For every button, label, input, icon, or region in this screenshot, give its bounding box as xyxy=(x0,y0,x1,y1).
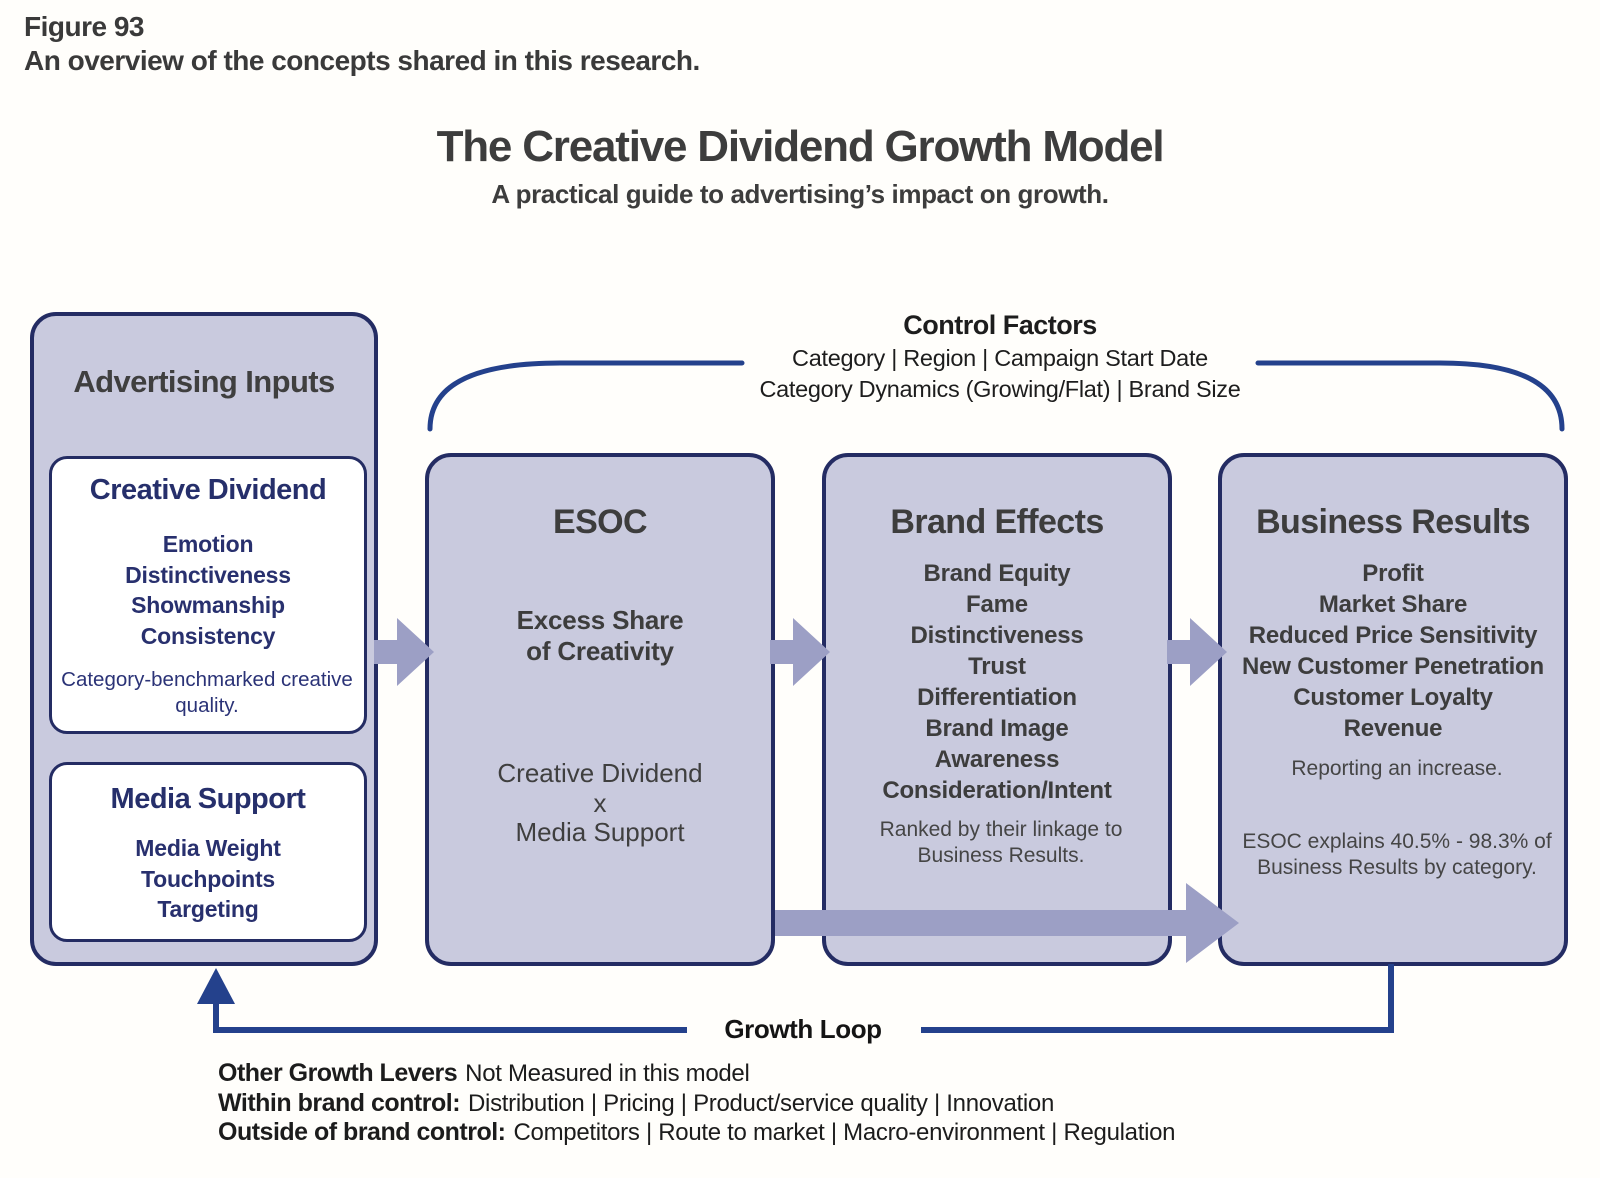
other-growth-levers-block: Other Growth Levers Not Measured in this … xyxy=(218,1059,1176,1148)
arrow-esoc-to-brand-icon xyxy=(770,618,830,686)
creative-dividend-title: Creative Dividend xyxy=(89,474,327,506)
list-item: Profit xyxy=(1362,560,1424,587)
esoc-subtitle-line1: Excess Share xyxy=(516,605,684,635)
control-factors-line2: Category Dynamics (Growing/Flat) | Brand… xyxy=(759,376,1241,402)
list-item: Showmanship xyxy=(131,592,285,618)
other-growth-levers-heading: Other Growth Levers xyxy=(218,1059,458,1087)
list-item: Differentiation xyxy=(917,684,1077,711)
business-results-title: Business Results xyxy=(1256,503,1530,541)
figure-label: Figure 93 xyxy=(24,11,144,42)
control-factors-block: Control Factors Category | Region | Camp… xyxy=(700,310,1300,403)
diagram-subtitle: A practical guide to advertising’s impac… xyxy=(491,179,1109,209)
esoc-box: ESOC Excess Share of Creativity Creative… xyxy=(425,453,775,966)
control-factors-line1: Category | Region | Campaign Start Date xyxy=(792,345,1208,371)
figure-caption: An overview of the concepts shared in th… xyxy=(24,45,700,76)
outside-brand-control-label: Outside of brand control: xyxy=(218,1118,506,1146)
control-bracket-right-line xyxy=(1255,360,1565,432)
brand-effects-title: Brand Effects xyxy=(890,503,1104,541)
esoc-subtitle: Excess Share of Creativity xyxy=(429,605,771,667)
growth-loop-line-left xyxy=(213,1000,687,1033)
list-item: Fame xyxy=(966,591,1028,618)
list-item: Consistency xyxy=(140,622,276,649)
growth-loop-line-right xyxy=(921,964,1394,1033)
list-item: Distinctiveness xyxy=(125,561,291,588)
other-growth-levers-line: Other Growth Levers Not Measured in this … xyxy=(218,1059,1175,1089)
within-brand-control-line: Within brand control:Distribution | Pric… xyxy=(218,1089,1175,1119)
formula-line: Media Support xyxy=(515,817,685,847)
list-item: Trust xyxy=(968,653,1026,680)
esoc-subtitle-line2: of Creativity xyxy=(526,636,674,666)
title-block: The Creative Dividend Growth Model A pra… xyxy=(0,122,1600,210)
creative-dividend-note: Category-benchmarked creative quality. xyxy=(61,668,353,717)
control-factors-title: Control Factors xyxy=(903,310,1097,340)
list-item: Media Weight xyxy=(135,835,281,861)
formula-line: x xyxy=(593,787,607,818)
business-results-note: Reporting an increase. xyxy=(1291,757,1503,780)
list-item: Distinctiveness xyxy=(910,622,1084,649)
list-item: Customer Loyalty xyxy=(1293,684,1493,711)
list-item: Market Share xyxy=(1318,591,1468,618)
media-support-title: Media Support xyxy=(110,783,306,815)
growth-loop-label: Growth Loop xyxy=(724,1014,882,1044)
list-item: Brand Image xyxy=(925,715,1069,742)
advertising-inputs-box: Advertising Inputs Creative Dividend Emo… xyxy=(30,312,378,966)
esoc-formula: Creative Dividend x Media Support xyxy=(429,758,771,848)
within-brand-control-items: Distribution | Pricing | Product/service… xyxy=(468,1089,1055,1117)
other-growth-levers-heading-note: Not Measured in this model xyxy=(465,1060,750,1087)
list-item: Targeting xyxy=(157,896,259,922)
list-item: Revenue xyxy=(1343,715,1443,742)
diagram-title: The Creative Dividend Growth Model xyxy=(436,122,1165,171)
list-item: Brand Equity xyxy=(923,560,1071,587)
list-item: New Customer Penetration xyxy=(1242,653,1544,680)
figure-header: Figure 93 An overview of the concepts sh… xyxy=(24,10,700,78)
list-item: Emotion xyxy=(162,531,254,557)
brand-effects-items: Brand Equity Fame Distinctiveness Trust … xyxy=(826,558,1168,806)
outside-brand-control-line: Outside of brand control: Competitors | R… xyxy=(218,1118,1176,1148)
business-results-items: Profit Market Share Reduced Price Sensit… xyxy=(1222,558,1564,744)
esoc-title: ESOC xyxy=(553,503,648,541)
list-item: Awareness xyxy=(934,746,1060,773)
list-item: Touchpoints xyxy=(140,865,276,892)
growth-loop-arrowhead-icon xyxy=(197,968,235,1004)
creative-dividend-items: Emotion Distinctiveness Showmanship Cons… xyxy=(52,529,364,651)
business-results-stat: ESOC explains 40.5% - 98.3% of Business … xyxy=(1242,830,1552,879)
formula-line: Creative Dividend xyxy=(497,758,703,788)
brand-effects-note: Ranked by their linkage to Business Resu… xyxy=(879,818,1123,867)
advertising-inputs-title: Advertising Inputs xyxy=(73,364,335,399)
business-results-box: Business Results Profit Market Share Red… xyxy=(1218,453,1568,966)
outside-brand-control-items: Competitors | Route to market | Macro-en… xyxy=(513,1119,1176,1146)
control-bracket-left-line xyxy=(427,360,745,432)
brand-effects-box: Brand Effects Brand Equity Fame Distinct… xyxy=(822,453,1172,966)
list-item: Consideration/Intent xyxy=(882,777,1112,804)
media-support-items: Media Weight Touchpoints Targeting xyxy=(52,833,364,925)
media-support-box: Media Support Media Weight Touchpoints T… xyxy=(49,762,367,942)
creative-dividend-box: Creative Dividend Emotion Distinctivenes… xyxy=(49,456,367,734)
within-brand-control-label: Within brand control: xyxy=(218,1088,461,1117)
list-item: Reduced Price Sensitivity xyxy=(1248,622,1538,649)
